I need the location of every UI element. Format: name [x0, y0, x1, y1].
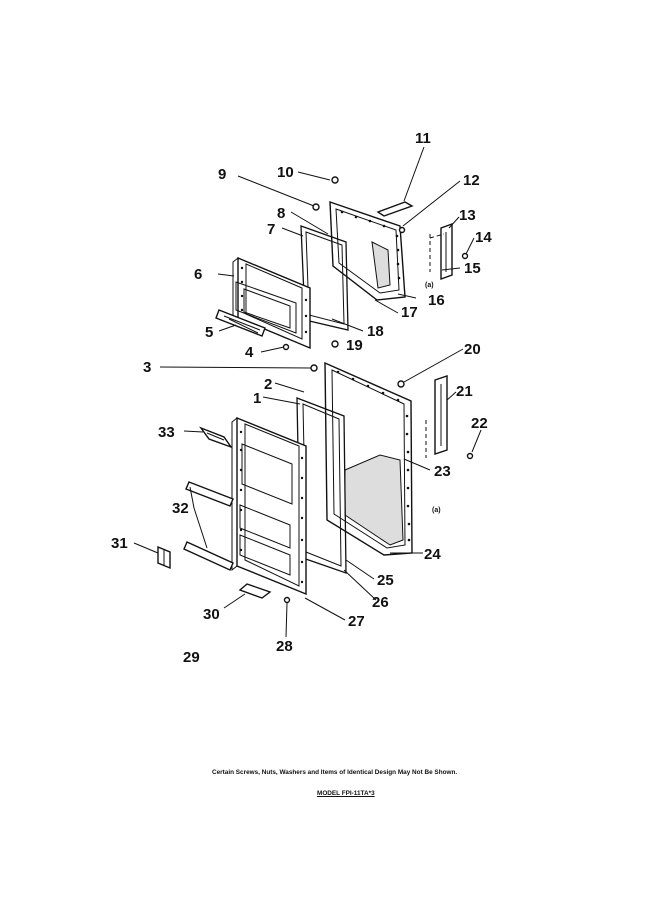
callout-labels: 1 2 3 4 5 6 7 8 9 10 11 12 13 14 15 16 1… [111, 130, 492, 666]
freezer-door-shelf [215, 309, 266, 337]
callout-16: 16 [428, 292, 445, 309]
callout-8: 8 [277, 205, 285, 222]
callout-11: 11 [415, 130, 431, 147]
callout-12: 12 [463, 172, 480, 189]
callout-13: 13 [459, 207, 476, 224]
freezer-outer-door-panel [329, 201, 406, 301]
callout-19: 19 [346, 337, 363, 354]
callout-15: 15 [464, 260, 481, 277]
callout-2: 2 [264, 376, 272, 393]
lower-bracket [157, 545, 171, 570]
fresh-food-screws [283, 364, 474, 604]
callout-33: 33 [158, 424, 175, 441]
callout-23: 23 [434, 463, 451, 480]
callout-4: 4 [245, 344, 254, 361]
leader-lines [133, 146, 482, 638]
callout-31: 31 [111, 535, 128, 552]
handle-guide-line [429, 233, 445, 239]
callout-1: 1 [253, 390, 261, 407]
freezer-hinge-bracket [376, 201, 414, 217]
footnote: Certain Screws, Nuts, Washers and Items … [212, 769, 458, 776]
callout-5: 5 [205, 324, 213, 341]
callout-27: 27 [348, 613, 365, 630]
callout-6: 6 [194, 266, 202, 283]
fresh-food-inner-liner [231, 416, 307, 596]
callout-20: 20 [464, 341, 481, 358]
callout-25: 25 [377, 572, 394, 589]
freezer-inner-liner [232, 256, 311, 350]
callout-24: 24 [424, 546, 441, 563]
freezer-handle [440, 223, 453, 280]
callout-32: 32 [172, 500, 189, 517]
callout-26: 26 [372, 594, 389, 611]
shelf-bracket [199, 426, 233, 449]
mark-a-upper: (a) [425, 282, 434, 289]
door-stop [238, 583, 272, 599]
callout-29: 29 [183, 649, 200, 666]
fresh-food-handle [434, 375, 448, 455]
callout-28: 28 [276, 638, 293, 655]
callout-10: 10 [277, 164, 294, 181]
callout-14: 14 [475, 229, 492, 246]
callout-7: 7 [267, 221, 275, 238]
callout-3: 3 [143, 359, 151, 376]
freezer-screws [282, 176, 469, 351]
callout-30: 30 [203, 606, 220, 623]
callout-18: 18 [367, 323, 384, 340]
fresh-food-door-shelves [183, 481, 234, 571]
callout-22: 22 [471, 415, 488, 432]
callout-21: 21 [456, 383, 473, 400]
mark-a-lower: (a) [432, 507, 441, 514]
callout-9: 9 [218, 166, 226, 183]
model-number: MODEL FPI-11TA*3 [317, 790, 375, 797]
callout-17: 17 [401, 304, 418, 321]
fresh-food-outer-door [324, 361, 413, 556]
